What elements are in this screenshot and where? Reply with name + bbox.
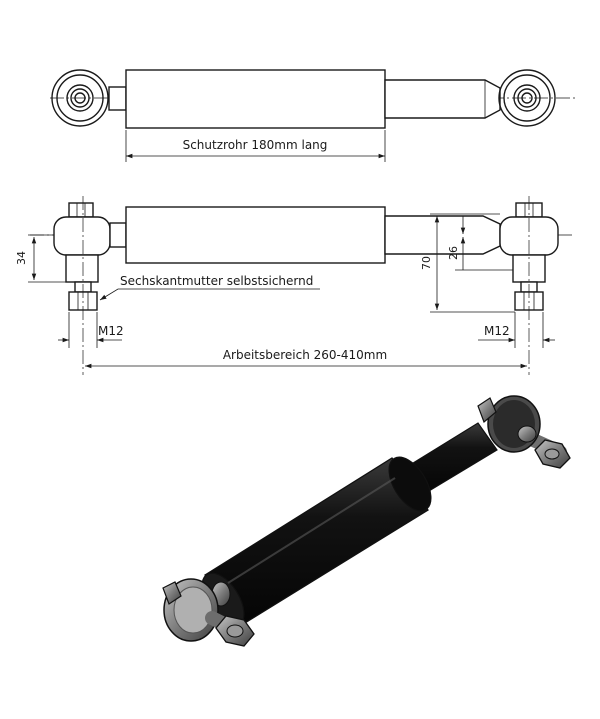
protective-tube-side	[125, 206, 386, 264]
piston-rod-top	[384, 79, 501, 119]
dim-34-label: 34	[15, 251, 28, 265]
thread-left-label: M12	[98, 324, 124, 338]
piston-rod-side	[384, 215, 501, 255]
right-rod-end-render	[477, 395, 571, 469]
top-view: Schutzrohr 180mm lang	[50, 69, 575, 162]
protective-tube-top	[125, 69, 386, 129]
nut-callout-label: Sechskantmutter selbstsichernd	[120, 274, 313, 288]
left-rod-end-top	[51, 69, 127, 127]
tube-length-label: Schutzrohr 180mm lang	[183, 138, 328, 152]
dim-70-label: 70	[420, 256, 433, 270]
left-rod-end-side	[53, 196, 127, 375]
right-rod-end-side	[499, 196, 559, 375]
working-range-label: Arbeitsbereich 260-410mm	[223, 348, 387, 362]
thread-right-label: M12	[484, 324, 510, 338]
side-view: 34 70 26 Sechskantmutter selbstsichernd …	[15, 196, 575, 375]
right-rod-end-top	[498, 69, 556, 127]
dim-26-label: 26	[447, 246, 460, 260]
render-view	[162, 395, 571, 647]
left-rod-end-render	[162, 578, 255, 647]
protective-tube-render	[201, 456, 432, 628]
